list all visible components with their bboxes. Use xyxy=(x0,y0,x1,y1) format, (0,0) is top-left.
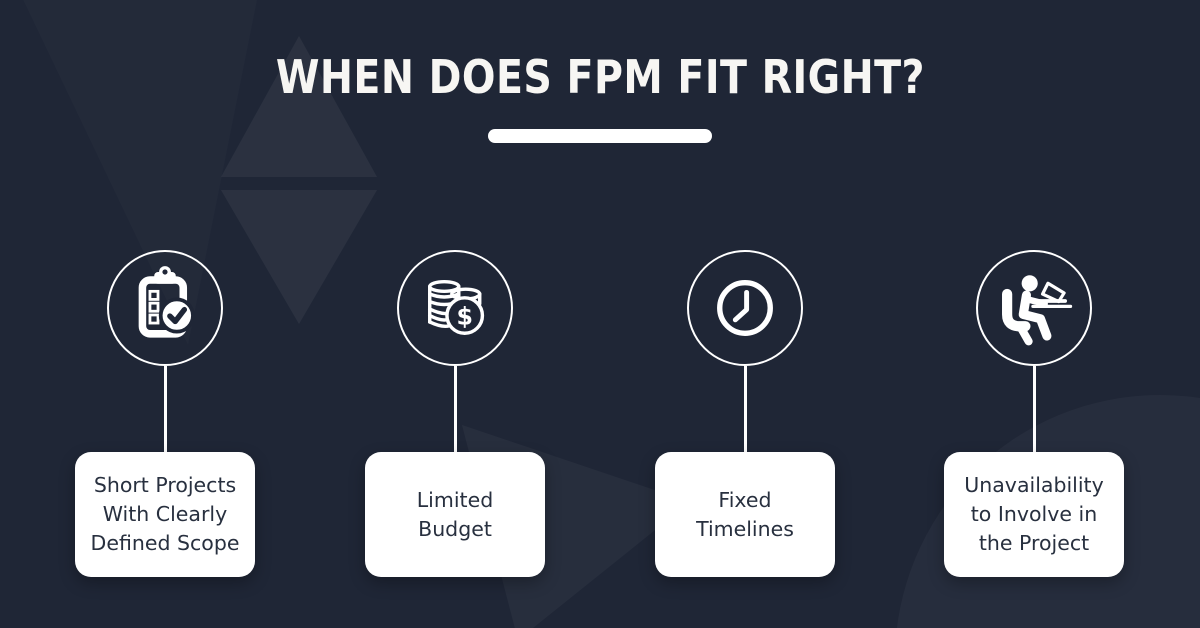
connector-line xyxy=(453,366,457,452)
header: WHEN DOES FPM FIT RIGHT? xyxy=(0,50,1200,104)
column-limited-budget: $ Limited Budget xyxy=(365,250,545,577)
clock-icon xyxy=(717,280,773,336)
title-underline xyxy=(488,129,712,143)
icon-circle-short-projects xyxy=(107,250,223,366)
icon-circle-fixed-timelines xyxy=(687,250,803,366)
card-unavailability: Unavailability to Involve in the Project xyxy=(944,452,1124,577)
column-unavailability: Unavailability to Involve in the Project xyxy=(944,250,1124,577)
connector-line xyxy=(1032,366,1036,452)
card-label: Unavailability to Involve in the Project xyxy=(964,473,1104,555)
triangle-up-decoration xyxy=(221,36,377,177)
column-short-projects: Short Projects With Clearly Defined Scop… xyxy=(75,250,255,577)
clipboard-check-icon xyxy=(138,266,195,338)
page-title: WHEN DOES FPM FIT RIGHT? xyxy=(0,50,1200,104)
connector-line xyxy=(743,366,747,452)
icon-circle-limited-budget: $ xyxy=(397,250,513,366)
card-short-projects: Short Projects With Clearly Defined Scop… xyxy=(75,452,255,577)
card-label: Limited Budget xyxy=(416,487,494,541)
card-limited-budget: Limited Budget xyxy=(365,452,545,577)
card-fixed-timelines: Fixed Timelines xyxy=(655,452,835,577)
person-laptop-icon xyxy=(1002,275,1073,346)
card-label: Fixed Timelines xyxy=(696,487,794,541)
svg-text:$: $ xyxy=(456,303,472,331)
page-title-text: WHEN DOES FPM FIT RIGHT? xyxy=(275,50,925,104)
card-label: Short Projects With Clearly Defined Scop… xyxy=(90,473,240,555)
column-fixed-timelines: Fixed Timelines xyxy=(655,250,835,577)
icon-circle-unavailability xyxy=(976,250,1092,366)
triangle-down-decoration xyxy=(221,190,377,324)
connector-line xyxy=(163,366,167,452)
coins-dollar-icon: $ xyxy=(428,279,485,335)
